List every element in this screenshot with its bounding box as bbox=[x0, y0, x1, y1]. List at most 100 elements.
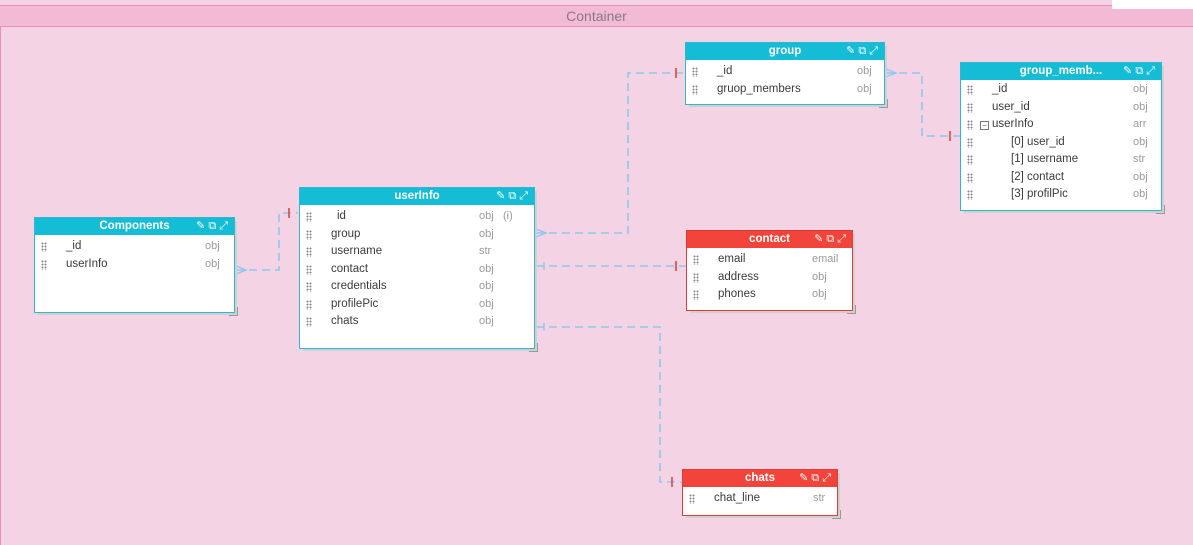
open-icon[interactable]: ⧉ bbox=[1135, 65, 1147, 77]
expand-icon[interactable]: ⤢ bbox=[837, 233, 849, 245]
entity-title: group_memb... bbox=[1019, 65, 1103, 77]
resize-handle[interactable] bbox=[879, 99, 888, 108]
entity-title: contact bbox=[749, 233, 790, 245]
pin-icon[interactable]: ✎ bbox=[196, 220, 209, 232]
drag-handle-icon[interactable] bbox=[41, 259, 47, 270]
pin-icon[interactable]: ✎ bbox=[846, 45, 859, 57]
drag-handle-icon[interactable] bbox=[306, 282, 312, 292]
drag-handle-icon[interactable] bbox=[306, 264, 312, 275]
expand-icon[interactable]: ⤢ bbox=[219, 220, 231, 232]
entity-title: group bbox=[768, 45, 802, 57]
field-type: obj bbox=[205, 240, 220, 252]
expand-icon[interactable]: ⤢ bbox=[869, 45, 881, 57]
open-icon[interactable]: ⧉ bbox=[208, 220, 220, 232]
drag-handle-icon[interactable] bbox=[692, 84, 698, 95]
drag-handle-icon[interactable] bbox=[689, 494, 695, 504]
expand-icon[interactable]: ⤢ bbox=[519, 190, 531, 202]
field-row[interactable]: contact obj bbox=[300, 262, 534, 280]
expand-icon[interactable]: ⤢ bbox=[1146, 65, 1158, 77]
entity-title: chats bbox=[744, 472, 776, 484]
field-type: obj bbox=[205, 257, 220, 270]
resize-handle[interactable] bbox=[1156, 205, 1165, 214]
pin-icon[interactable]: ✎ bbox=[814, 233, 827, 245]
drag-handle-icon[interactable] bbox=[306, 299, 312, 310]
open-icon[interactable]: ⧉ bbox=[811, 472, 823, 484]
entity-header[interactable]: chats ✎⧉⤢ bbox=[683, 470, 837, 487]
drag-handle-icon[interactable] bbox=[967, 155, 973, 165]
open-icon[interactable]: ⧉ bbox=[826, 233, 838, 245]
resize-handle[interactable] bbox=[529, 343, 538, 352]
drag-handle-icon[interactable] bbox=[967, 190, 973, 200]
field-type: obj bbox=[479, 297, 494, 310]
field-name: contact bbox=[331, 262, 369, 275]
field-name: username bbox=[331, 245, 383, 257]
drag-handle-icon[interactable] bbox=[967, 85, 973, 95]
open-icon[interactable]: ⧉ bbox=[858, 45, 870, 57]
resize-handle[interactable] bbox=[832, 510, 841, 519]
container-title: Container bbox=[566, 8, 627, 24]
drag-handle-icon[interactable] bbox=[693, 272, 699, 283]
drag-handle-icon[interactable] bbox=[967, 137, 973, 148]
drag-handle-icon[interactable] bbox=[306, 212, 312, 222]
drag-handle-icon[interactable] bbox=[693, 255, 699, 265]
link-userinfo-group bbox=[536, 72, 685, 234]
pin-icon[interactable]: ✎ bbox=[1123, 65, 1136, 77]
link-components-userinfo bbox=[236, 212, 298, 271]
drag-handle-icon[interactable] bbox=[306, 247, 312, 257]
canvas-corner bbox=[1112, 0, 1193, 9]
drag-handle-icon[interactable] bbox=[41, 242, 47, 252]
drag-handle-icon[interactable] bbox=[693, 290, 699, 300]
resize-handle[interactable] bbox=[847, 305, 856, 314]
collapse-toggle-icon[interactable]: − bbox=[980, 121, 989, 130]
pin-icon[interactable]: ✎ bbox=[799, 472, 812, 484]
entity-header[interactable]: group ✎⧉⤢ bbox=[686, 43, 884, 60]
entity-header[interactable]: Components ✎⧉⤢ bbox=[35, 218, 234, 235]
container-header[interactable]: Container bbox=[0, 5, 1193, 27]
drag-handle-icon[interactable] bbox=[967, 120, 973, 130]
entity-header[interactable]: group_memb... ✎⧉⤢ bbox=[961, 63, 1161, 80]
field-name: [2] contact bbox=[1011, 170, 1065, 183]
resize-handle[interactable] bbox=[229, 307, 238, 316]
drag-handle-icon[interactable] bbox=[306, 229, 312, 240]
drag-handle-icon[interactable] bbox=[306, 317, 312, 327]
field-type: obj bbox=[479, 262, 494, 275]
field-type: arr bbox=[1133, 118, 1147, 130]
entity-header[interactable]: userInfo ✎⧉⤢ bbox=[300, 188, 534, 205]
field-type: obj bbox=[479, 280, 494, 292]
pin-icon[interactable]: ✎ bbox=[496, 190, 509, 202]
expand-icon[interactable]: ⤢ bbox=[822, 472, 834, 484]
drag-handle-icon[interactable] bbox=[967, 172, 973, 183]
open-icon[interactable]: ⧉ bbox=[508, 190, 520, 202]
field-name: [0] user_id bbox=[1011, 135, 1065, 148]
entity-header[interactable]: contact ✎⧉⤢ bbox=[687, 231, 852, 248]
drag-handle-icon[interactable] bbox=[692, 67, 698, 77]
drag-handle-icon[interactable] bbox=[967, 102, 973, 113]
